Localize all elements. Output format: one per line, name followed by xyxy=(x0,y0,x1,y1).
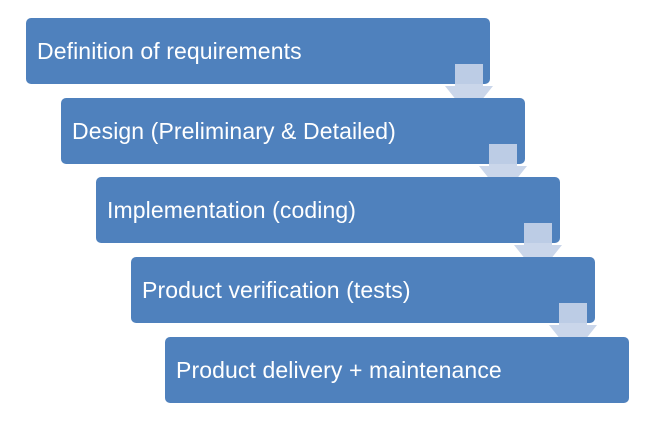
step-label: Product verification (tests) xyxy=(142,276,411,303)
step-product-verification: Product verification (tests) xyxy=(131,257,595,323)
step-implementation: Implementation (coding) xyxy=(96,177,560,243)
down-arrow-icon xyxy=(445,64,493,116)
step-design: Design (Preliminary & Detailed) xyxy=(61,98,525,164)
down-arrow-icon xyxy=(479,144,527,196)
step-product-delivery: Product delivery + maintenance xyxy=(165,337,629,403)
step-label: Design (Preliminary & Detailed) xyxy=(72,117,396,144)
step-label: Implementation (coding) xyxy=(107,196,357,223)
step-label: Definition of requirements xyxy=(37,37,302,64)
step-definition-of-requirements: Definition of requirements xyxy=(26,18,490,84)
step-label: Product delivery + maintenance xyxy=(176,356,502,383)
down-arrow-icon xyxy=(549,303,597,355)
down-arrow-icon xyxy=(514,223,562,275)
